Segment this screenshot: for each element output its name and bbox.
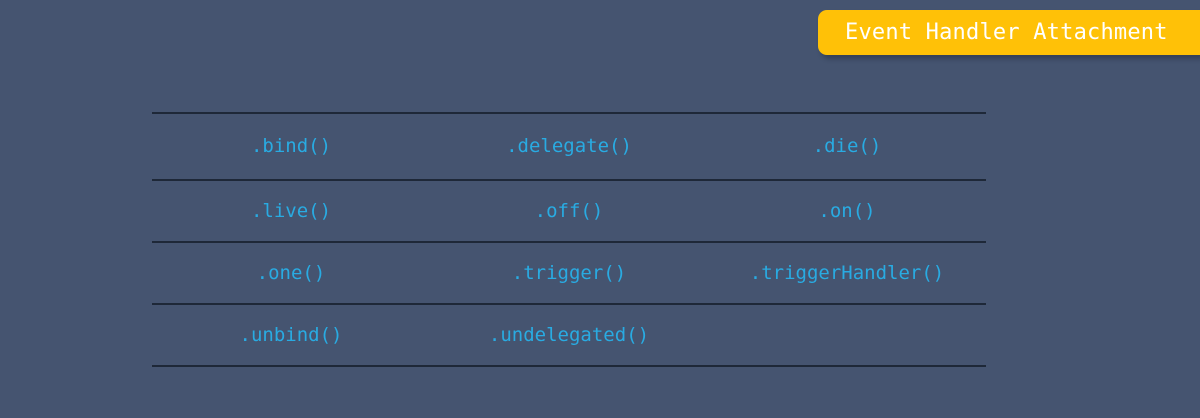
title-banner: Event Handler Attachment [818,10,1200,55]
table-row: .unbind() .undelegated() [152,303,986,367]
table-body: .bind() .delegate() .die() .live() .off(… [152,112,986,367]
method-cell-on[interactable]: .on() [708,179,986,242]
table-row: .one() .trigger() .triggerHandler() [152,241,986,304]
method-cell-off[interactable]: .off() [430,179,708,242]
method-cell-one[interactable]: .one() [152,241,430,304]
page-title: Event Handler Attachment [845,19,1168,45]
method-cell-die[interactable]: .die() [708,112,986,180]
method-cell-delegate[interactable]: .delegate() [430,112,708,180]
method-cell-unbind[interactable]: .unbind() [152,303,430,367]
method-cell-empty [708,303,986,367]
table-row: .bind() .delegate() .die() [152,112,986,180]
method-cell-trigger[interactable]: .trigger() [430,241,708,304]
method-cell-undelegated[interactable]: .undelegated() [430,303,708,367]
method-cell-live[interactable]: .live() [152,179,430,242]
table-row: .live() .off() .on() [152,179,986,242]
event-handler-method-table: .bind() .delegate() .die() .live() .off(… [152,112,986,367]
method-cell-trigger-handler[interactable]: .triggerHandler() [708,241,986,304]
method-cell-bind[interactable]: .bind() [152,112,430,180]
